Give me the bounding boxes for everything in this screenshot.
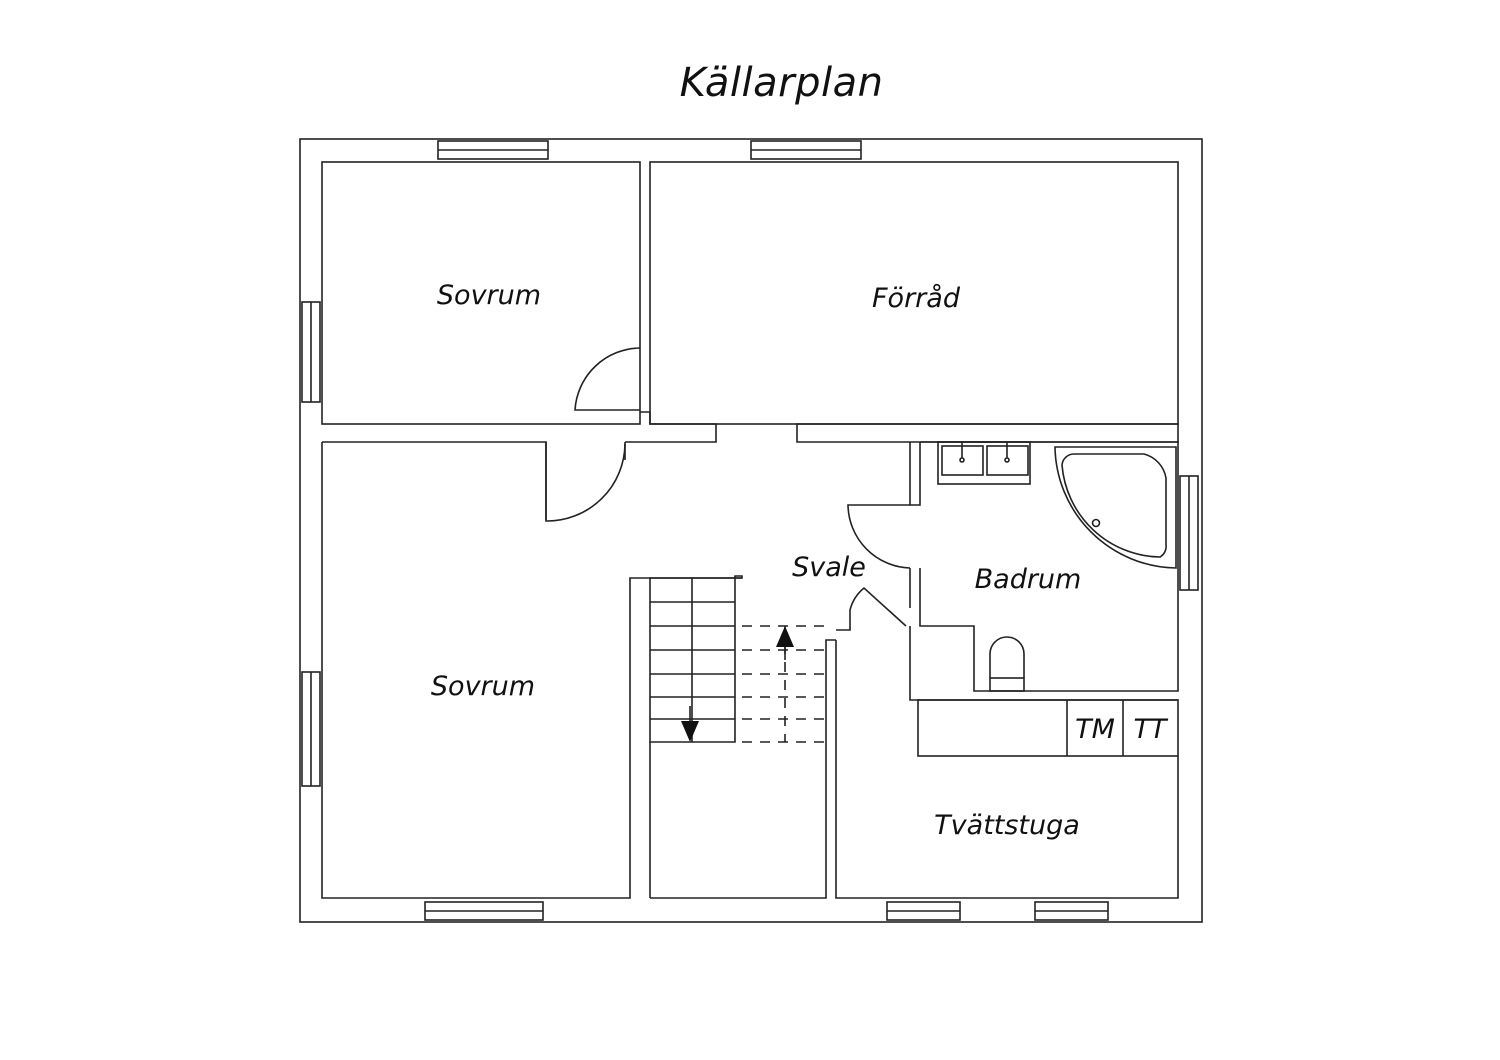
toilet	[989, 636, 1025, 692]
outer-wall-outline	[299, 138, 1203, 923]
wall-laundry	[835, 640, 1179, 899]
label-laundry: Tvättstuga	[934, 810, 1080, 841]
door-laundry	[836, 586, 907, 631]
stair-direction-arrows	[681, 626, 794, 742]
label-hall: Svale	[792, 552, 866, 583]
wall-stairs-outline	[649, 575, 743, 743]
wall-corridor-left	[625, 411, 717, 443]
label-bedroom-top: Sovrum	[437, 280, 541, 311]
windows	[301, 140, 1199, 921]
wall-stairwell	[649, 639, 836, 899]
stairs	[650, 578, 735, 742]
double-sink	[937, 441, 1031, 485]
wall-bedroom-bottom	[321, 441, 742, 899]
door-bathroom	[847, 504, 911, 569]
wall-bathroom-lower	[909, 626, 1178, 701]
label-bathroom: Badrum	[975, 564, 1082, 595]
arrow-up-icon	[776, 626, 794, 647]
door-bedroom-top	[574, 347, 641, 411]
label-storage: Förråd	[872, 283, 961, 314]
wall-corridor-right	[796, 423, 1179, 443]
wall-bathroom	[909, 441, 1179, 692]
label-bedroom-bottom: Sovrum	[431, 671, 535, 702]
arrow-down-icon	[681, 721, 699, 742]
wall-bedroom-top	[321, 161, 641, 425]
plan-title: Källarplan	[679, 60, 884, 106]
laundry-counter	[917, 699, 1179, 757]
label-washer: TM	[1075, 714, 1115, 745]
door-bedroom-bottom	[545, 442, 626, 522]
label-dryer: TT	[1134, 714, 1169, 745]
corner-bathtub	[1054, 446, 1177, 569]
